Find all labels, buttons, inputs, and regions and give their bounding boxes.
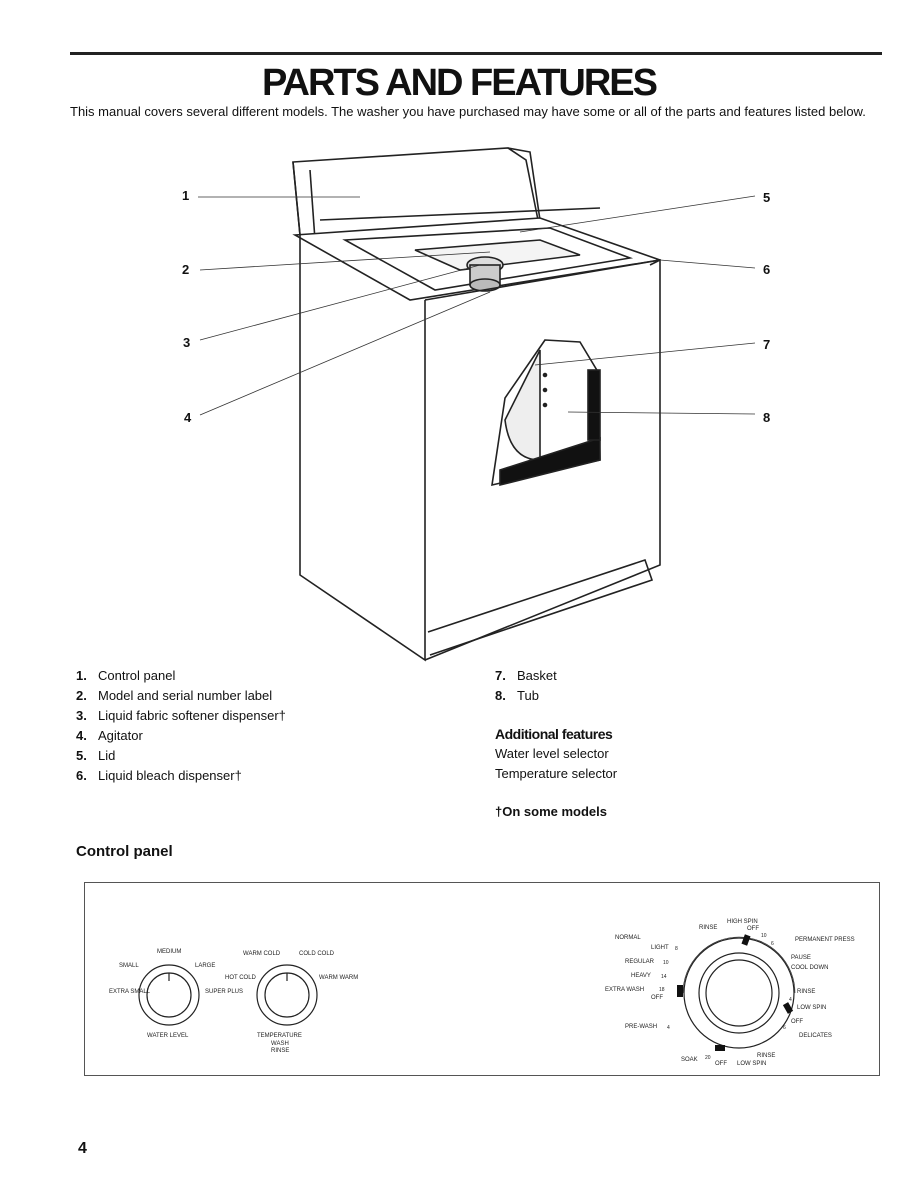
intro-text: This manual covers several different mod… — [70, 104, 866, 119]
wl-large: LARGE — [195, 963, 215, 969]
additional-features-list: Water level selector Temperature selecto… — [495, 744, 617, 784]
list-item: 6.Liquid bleach dispenser† — [76, 768, 242, 783]
temperature-caption-rinse: RINSE — [271, 1048, 289, 1054]
cycle-low-spin-right: LOW SPIN — [797, 1005, 826, 1011]
list-item: Temperature selector — [495, 766, 618, 781]
callout-6: 6 — [763, 262, 771, 277]
wl-extra-small: EXTRA SMALL — [109, 989, 151, 995]
list-item: 7.Basket — [495, 668, 557, 683]
list-item: 8.Tub — [495, 688, 539, 703]
temperature-caption-wash: WASH — [271, 1041, 289, 1047]
cycle-num: 18 — [659, 987, 665, 993]
footnote: †On some models — [495, 804, 607, 819]
parts-list-right: 7.Basket 8.Tub — [495, 666, 557, 706]
cycle-soak: SOAK — [681, 1057, 698, 1063]
wl-medium: MEDIUM — [157, 949, 181, 955]
cycle-rinse-bottom: RINSE — [757, 1053, 775, 1059]
parts-list-left: 1.Control panel 2.Model and serial numbe… — [76, 666, 286, 786]
cycle-delicates: DELICATES — [799, 1033, 832, 1039]
temp-cold-cold: COLD COLD — [299, 951, 335, 957]
list-item: 4.Agitator — [76, 728, 143, 743]
cycle-permanent-press: PERMANENT PRESS — [795, 937, 855, 943]
control-panel-diagram: MEDIUM SMALL LARGE EXTRA SMALL SUPER PLU… — [84, 882, 880, 1076]
cycle-heavy: HEAVY — [631, 973, 651, 979]
callout-4: 4 — [184, 410, 192, 425]
additional-features-heading: Additional features — [495, 726, 613, 742]
temp-hot-cold: HOT COLD — [225, 975, 257, 981]
callout-2: 2 — [182, 262, 190, 277]
cycle-regular: REGULAR — [625, 959, 655, 965]
cycle-num: 14 — [661, 974, 667, 980]
cycle-num: 6 — [783, 1025, 786, 1031]
callout-5: 5 — [763, 190, 771, 205]
wl-super-plus: SUPER PLUS — [205, 989, 243, 995]
temperature-knob[interactable] — [256, 964, 318, 1026]
water-level-knob[interactable] — [138, 964, 200, 1026]
list-item: 2.Model and serial number label — [76, 688, 273, 703]
cycle-rinse-right: RINSE — [797, 989, 815, 995]
list-item: 1.Control panel — [76, 668, 176, 683]
temp-warm-warm: WARM WARM — [319, 975, 358, 981]
cycle-high-spin: HIGH SPIN — [727, 919, 758, 925]
control-panel-svg: MEDIUM SMALL LARGE EXTRA SMALL SUPER PLU… — [109, 919, 855, 1067]
temperature-caption: TEMPERATURE — [257, 1033, 302, 1039]
cycle-pause: PAUSE — [791, 955, 811, 961]
callout-1: 1 — [182, 188, 190, 203]
page-number: 4 — [78, 1140, 87, 1157]
callout-8: 8 — [763, 410, 771, 425]
cycle-num: 20 — [705, 1055, 711, 1061]
cycle-num: 4 — [667, 1025, 670, 1031]
cycle-num: 6 — [771, 941, 774, 947]
cycle-pre-wash: PRE-WASH — [625, 1024, 657, 1030]
cycle-off-right: OFF — [791, 1019, 803, 1025]
cycle-extra-wash: EXTRA WASH — [605, 987, 644, 993]
callout-3: 3 — [183, 335, 191, 350]
cycle-dial[interactable] — [683, 937, 795, 1049]
wl-small: SMALL — [119, 963, 139, 969]
cycle-cool-down: COOL DOWN — [791, 965, 828, 971]
page-title: PARTS AND FEATURES — [262, 62, 658, 104]
list-item: Water level selector — [495, 746, 609, 761]
list-item: 5.Lid — [76, 748, 116, 763]
cycle-off-top: OFF — [747, 926, 759, 932]
cycle-num: 8 — [675, 946, 678, 952]
cycle-normal: NORMAL — [615, 935, 641, 941]
top-rule — [70, 52, 882, 55]
cycle-num: 10 — [761, 933, 767, 939]
cycle-num: 4 — [789, 997, 792, 1003]
cycle-off-bottom: OFF — [715, 1061, 727, 1067]
control-panel-heading: Control panel — [76, 843, 173, 860]
cycle-off-left: OFF — [651, 995, 663, 1001]
list-item: 3.Liquid fabric softener dispenser† — [76, 708, 286, 723]
water-level-caption: WATER LEVEL — [147, 1033, 189, 1039]
washer-illustration — [198, 147, 756, 662]
callout-7: 7 — [763, 337, 771, 352]
temp-warm-cold: WARM COLD — [243, 951, 281, 957]
cycle-light: LIGHT — [651, 945, 669, 951]
cycle-low-spin-bottom: LOW SPIN — [737, 1061, 766, 1067]
cycle-rinse-top: RINSE — [699, 925, 717, 931]
cycle-num: 10 — [663, 960, 669, 966]
